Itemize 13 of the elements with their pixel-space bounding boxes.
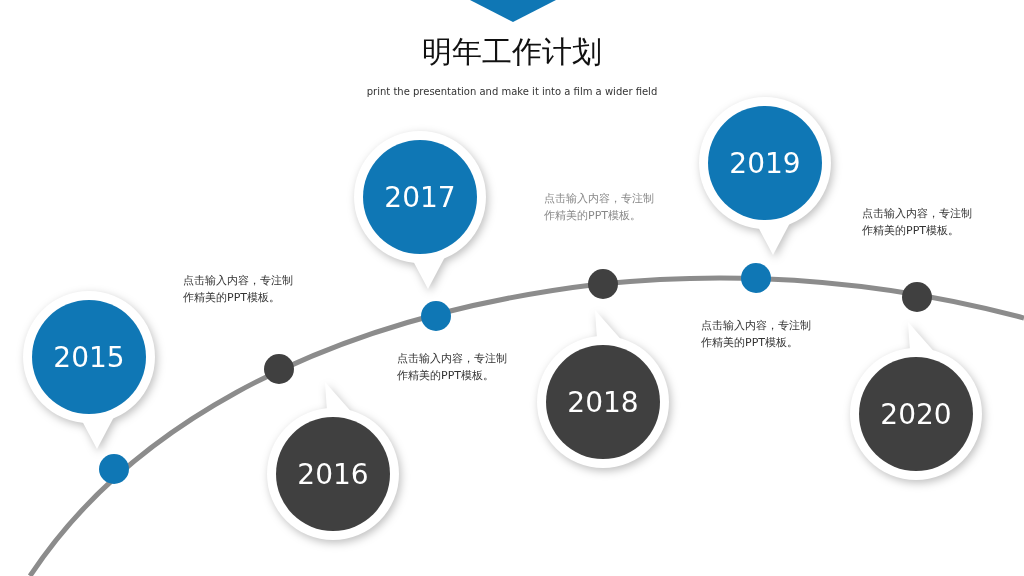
year-label: 2019 [729, 146, 801, 180]
year-label: 2020 [880, 397, 952, 431]
description-text: 点击输入内容，专注制作精美的PPT模板。 [701, 318, 812, 351]
description-text: 点击输入内容，专注制作精美的PPT模板。 [397, 351, 508, 384]
title: 明年工作计划 [422, 34, 602, 69]
year-label: 2018 [567, 385, 639, 419]
description-text: 点击输入内容，专注制作精美的PPT模板。 [862, 206, 973, 239]
year-label: 2017 [384, 180, 456, 214]
year-label: 2015 [53, 340, 125, 374]
subtitle: print the presentation and make it into a film a wider field [366, 86, 658, 97]
description-text: 点击输入内容，专注制作精美的PPT模板。 [183, 273, 294, 306]
year-label: 2016 [297, 457, 369, 491]
description-text: 点击输入内容，专注制作精美的PPT模板。 [544, 191, 655, 224]
